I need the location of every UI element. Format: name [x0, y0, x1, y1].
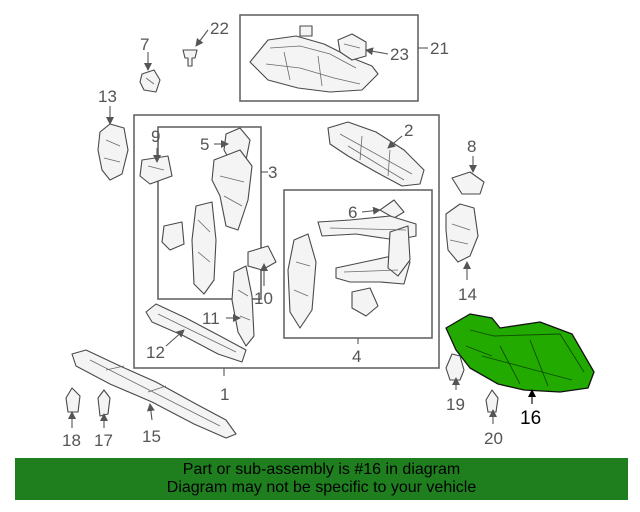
group-box-3	[157, 126, 262, 300]
part-14-bracket[interactable]	[445, 203, 479, 263]
part-18-bracket[interactable]	[65, 387, 81, 413]
part-4-support[interactable]	[287, 215, 417, 329]
callout-7: 7	[140, 35, 149, 54]
part-10-bracket[interactable]	[247, 245, 277, 271]
callout-19: 19	[446, 395, 465, 414]
banner-line-2: Diagram may not be specific to your vehi…	[166, 479, 477, 496]
part-3-assembly[interactable]	[161, 149, 253, 295]
part-23-clip[interactable]	[337, 33, 367, 61]
callout-10: 10	[254, 289, 273, 308]
part-13-bracket[interactable]	[97, 123, 129, 181]
callout-17: 17	[94, 431, 113, 450]
callout-1: 1	[220, 385, 229, 404]
part-7-bracket[interactable]	[139, 69, 161, 93]
banner-line-1: Part or sub-assembly is #16 in diagram	[182, 461, 461, 478]
callout-18: 18	[62, 431, 81, 450]
callout-2: 2	[404, 121, 413, 140]
group-box-1	[133, 114, 440, 369]
info-banner: Part or sub-assembly is #16 in diagram D…	[15, 458, 628, 500]
callout-3: 3	[268, 163, 277, 182]
part-11-member[interactable]	[231, 265, 255, 347]
callout-8: 8	[467, 137, 476, 156]
callout-9: 9	[151, 127, 160, 146]
callout-21: 21	[430, 39, 449, 58]
part-9-bracket[interactable]	[139, 155, 173, 185]
callout-16: 16	[520, 408, 541, 429]
part-6-bracket[interactable]	[379, 199, 405, 219]
callout-12: 12	[146, 343, 165, 362]
callout-13: 13	[98, 87, 117, 106]
part-2-panel[interactable]	[327, 121, 425, 187]
part-20-clip[interactable]	[485, 389, 499, 413]
group-box-21	[239, 14, 419, 102]
callout-22: 22	[210, 19, 229, 38]
part-21-tag	[299, 25, 313, 37]
callout-5: 5	[200, 135, 209, 154]
callout-20: 20	[484, 429, 503, 448]
callout-6: 6	[348, 203, 357, 222]
part-12-brace[interactable]	[145, 303, 247, 363]
part-22-clip[interactable]	[182, 49, 198, 67]
part-19-clip[interactable]	[445, 353, 465, 381]
part-21-cover[interactable]	[249, 35, 379, 93]
callout-11: 11	[202, 309, 220, 328]
callout-15: 15	[142, 427, 161, 446]
callout-23: 23	[390, 45, 409, 64]
part-17-bracket[interactable]	[97, 389, 111, 417]
part-16-under-cover[interactable]	[445, 313, 595, 393]
callout-14: 14	[458, 285, 477, 304]
part-15-lower-crossmember[interactable]	[71, 349, 237, 439]
parts-diagram: 1 2 3 4 5 6 7 8 9 10 11 12 13 14 15 16 1…	[62, 14, 595, 450]
part-8-bracket[interactable]	[451, 171, 485, 195]
callout-4: 4	[352, 347, 361, 366]
